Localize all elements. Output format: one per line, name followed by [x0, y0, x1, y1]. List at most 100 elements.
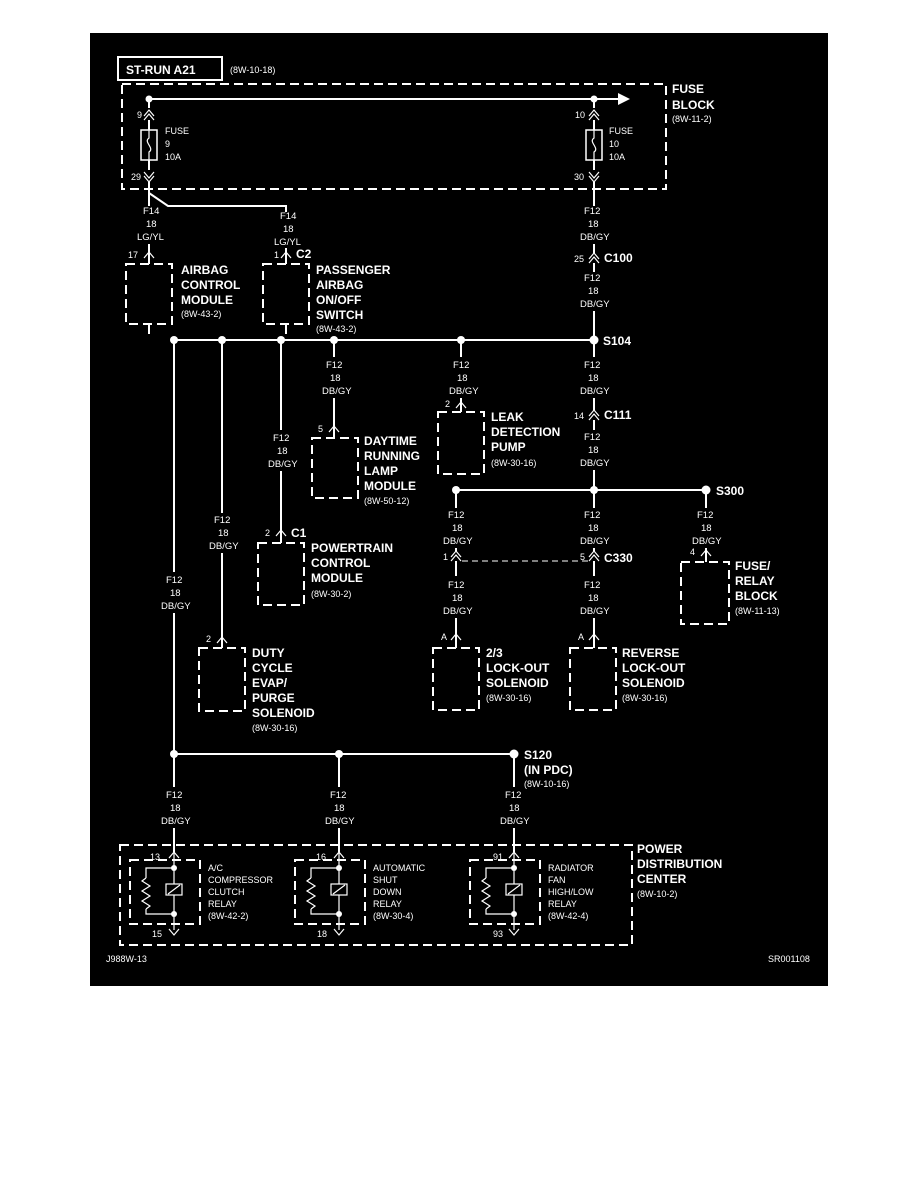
wire-label: DB/GY — [692, 536, 722, 547]
c2-label: C2 — [296, 247, 312, 261]
wire-label: DB/GY — [500, 816, 530, 827]
relay-rad-name: RELAY — [548, 899, 577, 909]
relay-asd-name: AUTOMATIC — [373, 863, 426, 873]
relay-ac-pin-out: 15 — [152, 929, 162, 939]
wire-label: 18 — [170, 588, 181, 599]
fuse10-element — [591, 130, 597, 160]
wire-label: DB/GY — [449, 386, 479, 397]
wire-label: F12 — [214, 515, 230, 526]
wire-label: DB/GY — [443, 536, 473, 547]
fuse9-pin-in — [143, 109, 155, 121]
drl-ref: (8W-50-12) — [364, 496, 409, 506]
passenger-name: AIRBAG — [316, 278, 363, 292]
relay-block-box — [680, 561, 730, 625]
circuit-title-box — [117, 56, 223, 81]
reverse-pin: A — [578, 632, 584, 642]
c1-label: C1 — [291, 526, 307, 540]
fuse10-pin-in-label: 10 — [575, 110, 585, 120]
wire — [148, 192, 287, 212]
wire-label: 18 — [146, 219, 157, 230]
relay-block-name: FUSE/ — [735, 559, 771, 573]
relay-ac-name: (8W-42-2) — [208, 911, 248, 921]
pdc-outline — [119, 844, 633, 946]
relay-rad-box — [469, 859, 541, 925]
duty-pin: 2 — [206, 634, 211, 644]
relay-rad-name: FAN — [548, 875, 566, 885]
wire-label: F12 — [330, 790, 346, 801]
lock23-ref: (8W-30-16) — [486, 693, 531, 703]
duty-name: EVAP/ — [252, 676, 288, 690]
pcm-box — [257, 542, 305, 606]
relay-rad-name: HIGH/LOW — [548, 887, 594, 897]
airbag-control-module: 17 AIRBAG CONTROL MODULE (8W-43-2) — [125, 250, 240, 325]
relay-ac-box — [129, 859, 201, 925]
wire-label: F12 — [584, 206, 600, 217]
relay-ac-resistor — [140, 877, 152, 910]
fuse9-branches: F14 18 LG/YL F14 18 LG/YL — [137, 182, 301, 252]
wire-label: 18 — [330, 373, 341, 384]
wire-label: F12 — [166, 575, 182, 586]
diagram-background — [90, 33, 828, 986]
circuit-ref: (8W-10-18) — [230, 65, 275, 75]
wire-label: F12 — [448, 510, 464, 521]
fuse9-label: 10A — [165, 152, 181, 162]
relay-asd-pin-out: 18 — [317, 929, 327, 939]
relay-block-ref: (8W-11-13) — [735, 606, 780, 616]
wire-label: DB/GY — [580, 536, 610, 547]
fuse-relay-block: F12 18 DB/GY 4 FUSE/ RELAY BLOCK (8W-11-… — [680, 490, 780, 625]
relay-asd-pin-out-arrow — [333, 928, 345, 936]
fuse10-label: FUSE — [609, 126, 633, 136]
wire-label: F12 — [584, 510, 600, 521]
passenger-name: ON/OFF — [316, 293, 361, 307]
fuse-block-title: FUSE — [672, 82, 704, 96]
splice-s300-label: S300 — [716, 484, 744, 498]
wire-label: F12 — [584, 432, 600, 443]
fuse9-pin-out-label: 29 — [131, 172, 141, 182]
wire-label: DB/GY — [322, 386, 352, 397]
airbag-name: MODULE — [181, 293, 233, 307]
duty-name: DUTY — [252, 646, 285, 660]
circuit-title: ST-RUN A21 — [126, 63, 196, 77]
relay-block-name: BLOCK — [735, 589, 778, 603]
leak-name: PUMP — [491, 440, 526, 454]
wire-label: 18 — [277, 446, 288, 457]
powertrain-control-module: F12 18 DB/GY 2 C1 POWERTRAIN CONTROL MOD… — [257, 340, 393, 606]
wire-label: DB/GY — [580, 458, 610, 469]
bus-arrow — [618, 93, 630, 105]
relay-asd-name: SHUT — [373, 875, 398, 885]
fuse-block: FUSE BLOCK (8W-11-2) 9 29 FUSE 9 10A 10 … — [121, 82, 715, 190]
power-distribution-center: POWER DISTRIBUTION CENTER (8W-10-2) — [119, 842, 722, 946]
left-feed: F12 18 DB/GY — [161, 340, 191, 754]
wire-label: F12 — [697, 510, 713, 521]
fuse10-pin-in — [588, 109, 600, 121]
wire-label: LG/YL — [137, 232, 164, 243]
wire-label: 18 — [701, 523, 712, 534]
fuse-block-ref: (8W-11-2) — [672, 114, 712, 124]
splice-s104-label: S104 — [603, 334, 631, 348]
c330-connector-left — [450, 550, 462, 562]
wire-label: 18 — [334, 803, 345, 814]
fuse9-pin-in-label: 9 — [137, 110, 142, 120]
reverse-lock-out-solenoid: REVERSE LOCK-OUT SOLENOID (8W-30-16) — [569, 646, 686, 711]
airbag-name: AIRBAG — [181, 263, 228, 277]
relay-ac-node — [171, 911, 177, 917]
relay-asd-pin-in: 16 — [316, 852, 326, 862]
fuse-block-title: BLOCK — [672, 98, 715, 112]
pdc-title: CENTER — [637, 872, 687, 886]
airbag-pin: 17 — [128, 250, 138, 260]
c1-pin: 2 — [265, 528, 270, 538]
relay-rad-name: RADIATOR — [548, 863, 594, 873]
wire-label: DB/GY — [325, 816, 355, 827]
wire-label: F12 — [453, 360, 469, 371]
leak-pin: 2 — [445, 399, 450, 409]
wire-label: DB/GY — [580, 232, 610, 243]
relay-asd-coil-mark — [332, 884, 346, 895]
relay-radiator-fan: 91 93 RADIATOR FAN HIGH/LOW RELAY (8W-42… — [469, 851, 594, 939]
reverse-ref: (8W-30-16) — [622, 693, 667, 703]
relay-ac-pin-in: 13 — [150, 852, 160, 862]
reverse-name: REVERSE — [622, 646, 679, 660]
fuse10-label: 10 — [609, 139, 619, 149]
wire-label: 18 — [452, 523, 463, 534]
c100-connector — [588, 252, 600, 264]
